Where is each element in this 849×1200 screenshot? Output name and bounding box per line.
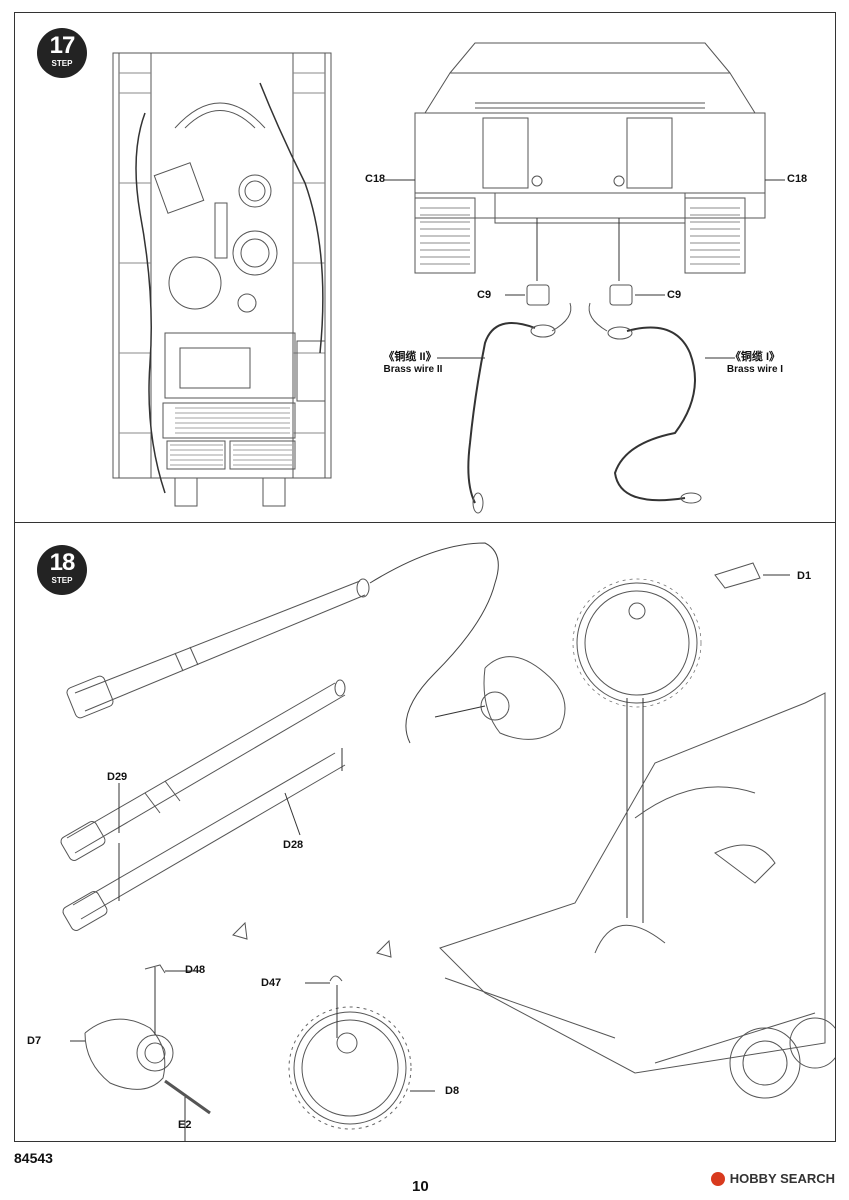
part-d1-label: D1 xyxy=(797,570,812,582)
part-c18-right-label: C18 xyxy=(787,173,808,185)
gun-barrel-d29 xyxy=(60,679,346,861)
part-d8-label: D8 xyxy=(445,1085,460,1097)
part-e2-label: E2 xyxy=(178,1119,192,1131)
brass-wire-2-en-label: Brass wire II xyxy=(383,364,443,375)
part-c18-left-label: C18 xyxy=(365,173,386,185)
part-d48-label: D48 xyxy=(185,964,206,976)
part-d28-label: D28 xyxy=(283,839,304,851)
road-wheel-d8 xyxy=(288,975,435,1130)
part-d47-label: D47 xyxy=(261,977,282,989)
watermark-text: HOBBY SEARCH xyxy=(729,1171,835,1186)
kit-number: 84543 xyxy=(14,1150,53,1166)
step-17-panel: 17 STEP xyxy=(14,12,836,524)
step-18-drawing xyxy=(60,542,835,1141)
part-d7-label: D7 xyxy=(27,1035,42,1047)
part-d29-label: D29 xyxy=(107,771,128,783)
gun-mantlet-d7 xyxy=(70,964,211,1141)
hobby-search-logo-icon xyxy=(710,1171,725,1186)
hull-side-view xyxy=(439,692,835,1099)
part-c9-left-label: C9 xyxy=(477,289,492,301)
road-wheel-upper xyxy=(576,582,698,704)
brass-wire-1-cn-label: 《铜缆 I》 xyxy=(729,351,781,363)
hull-rear-view xyxy=(414,42,766,274)
watermark: HOBBY SEARCH xyxy=(710,1171,835,1186)
brass-wire-2-cn-label: 《铜缆 II》 xyxy=(383,351,437,363)
turret-front-part xyxy=(434,656,566,740)
step-17-drawing xyxy=(112,42,785,514)
part-c9-right-label: C9 xyxy=(667,289,682,301)
brass-wire-1-en-label: Brass wire I xyxy=(726,364,784,375)
gun-barrel-d28 xyxy=(62,752,346,931)
step-18-badge: 18 STEP xyxy=(37,545,87,595)
page-number: 10 xyxy=(412,1178,429,1195)
step-18-panel: 18 STEP xyxy=(14,522,836,1142)
gun-barrel-assembled xyxy=(66,578,370,719)
step-17-badge: 17 STEP xyxy=(37,28,87,78)
hull-top-view xyxy=(112,52,332,507)
